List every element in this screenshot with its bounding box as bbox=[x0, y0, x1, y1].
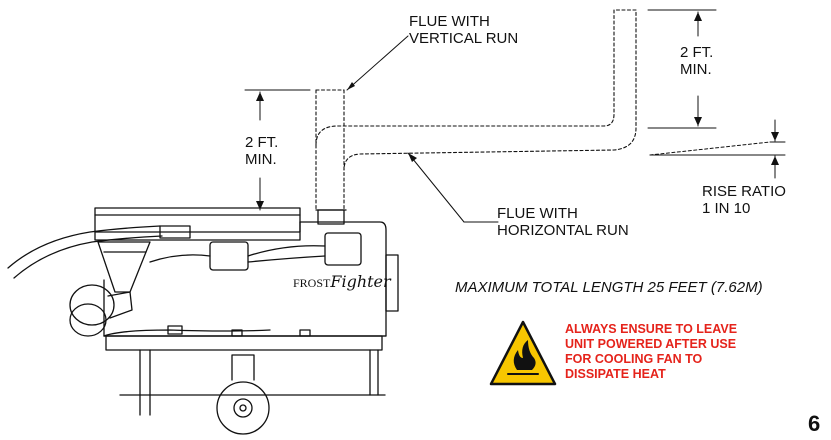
brand-logo: FROSTFighter bbox=[293, 272, 391, 291]
cooling-warning-text: ALWAYS ENSURE TO LEAVE UNIT POWERED AFTE… bbox=[565, 322, 738, 381]
heater-unit bbox=[7, 207, 399, 435]
horizontal-flue bbox=[315, 9, 637, 171]
flammable-warning-icon bbox=[489, 320, 557, 386]
left-dimension bbox=[244, 89, 311, 211]
flue-vertical-label: FLUE WITH VERTICAL RUN bbox=[409, 13, 519, 47]
brand-word-frost: FROST bbox=[293, 276, 331, 290]
rise-ratio-indicator bbox=[649, 119, 786, 179]
max-length-note: MAXIMUM TOTAL LENGTH 25 FEET (7.62M) bbox=[455, 279, 763, 296]
vertical-flue bbox=[315, 89, 345, 211]
brand-word-fighter: Fighter bbox=[330, 272, 391, 291]
page-number: 6 bbox=[808, 411, 821, 436]
flue-horizontal-label: FLUE WITH HORIZONTAL RUN bbox=[497, 205, 629, 239]
rise-ratio-label: RISE RATIO 1 IN 10 bbox=[702, 183, 786, 217]
right-dimension bbox=[647, 9, 717, 129]
right-min-label: 2 FT. MIN. bbox=[680, 44, 714, 78]
left-min-label: 2 FT. MIN. bbox=[245, 134, 279, 168]
